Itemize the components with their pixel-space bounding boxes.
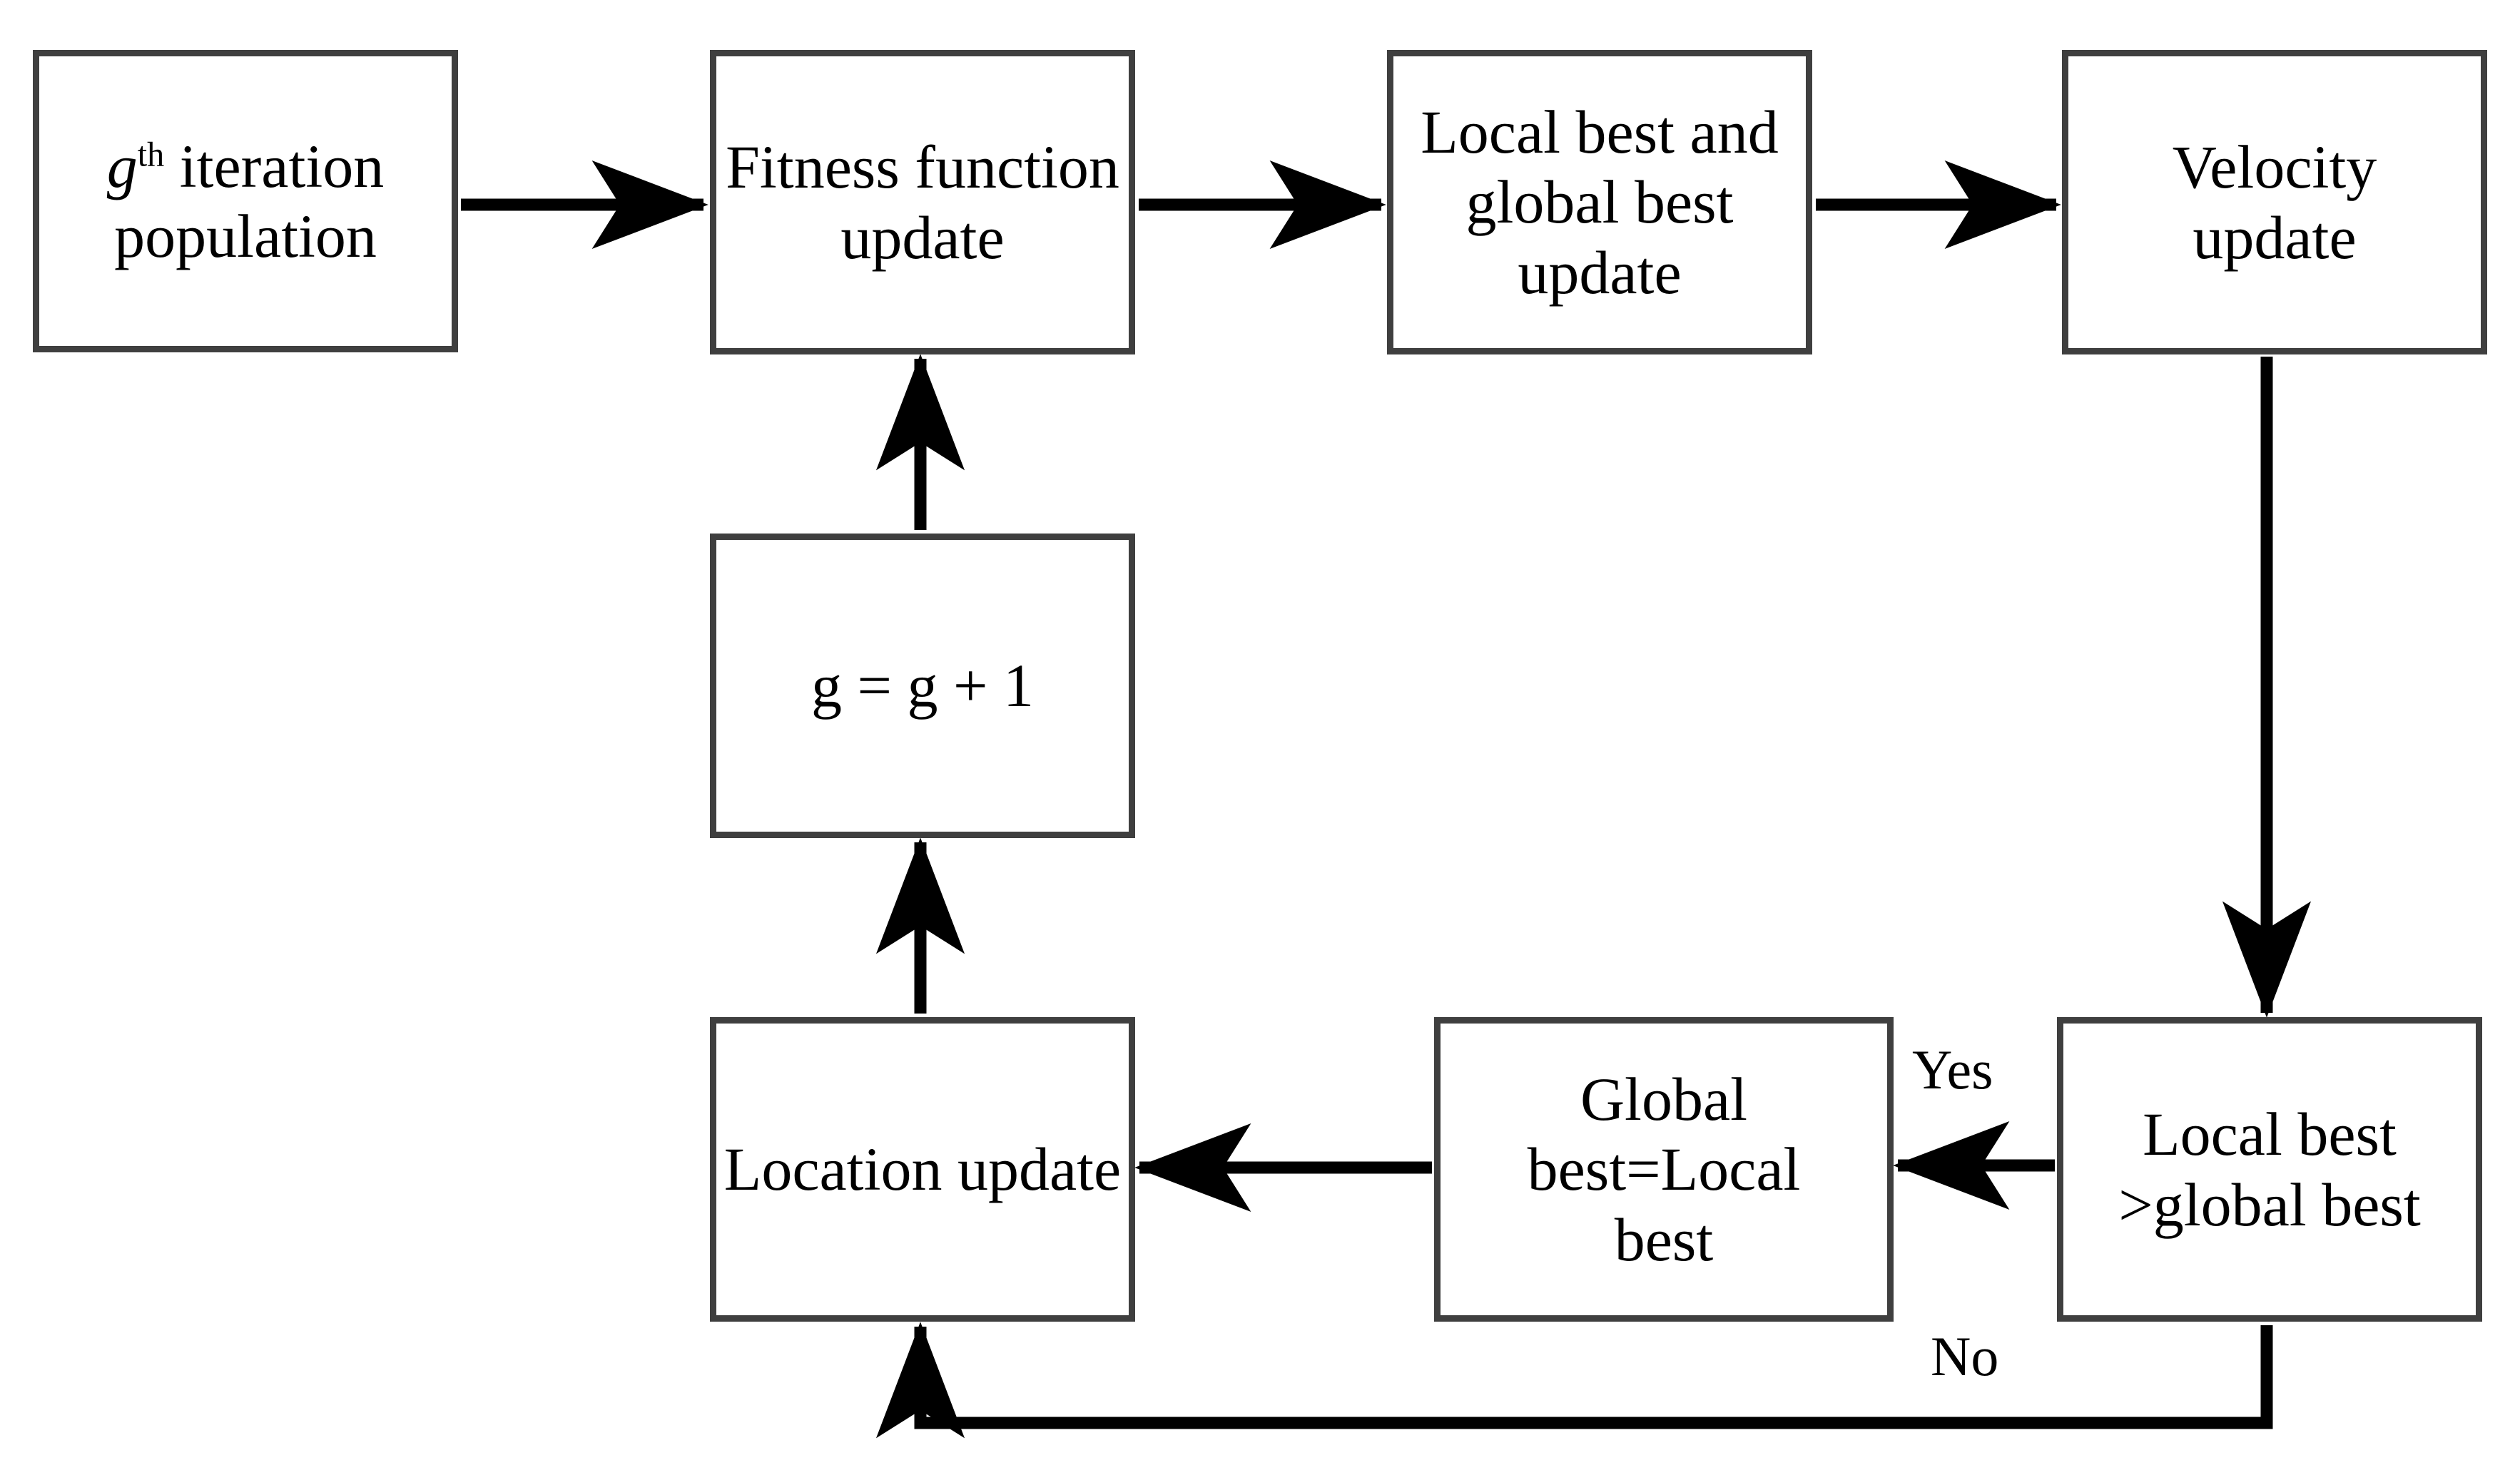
node-iteration-population-label: gth iteration population: [106, 131, 385, 270]
node-decision-local-gt-global-label: Local best >global best: [2118, 1100, 2421, 1239]
node-global-best-assign[interactable]: Global best=Local best: [1434, 1017, 1894, 1322]
node-fitness-function-update[interactable]: Fitness function update: [710, 50, 1135, 354]
node-velocity-update[interactable]: Velocity update: [2062, 50, 2487, 354]
node-g-increment[interactable]: g = g + 1: [710, 534, 1135, 838]
arrow-decision-no-to-location: [875, 1322, 2273, 1439]
edge-label-yes: Yes: [1912, 1038, 1993, 1101]
node-iteration-population[interactable]: gth iteration population: [33, 50, 458, 352]
node-g-increment-label: g = g + 1: [811, 651, 1034, 720]
node-global-best-assign-label: Global best=Local best: [1527, 1065, 1801, 1274]
node-local-global-best-update-label: Local best and global best update: [1421, 98, 1779, 307]
node-location-update-label: Location update: [723, 1135, 1122, 1204]
node-location-update[interactable]: Location update: [710, 1017, 1135, 1322]
node-velocity-update-label: Velocity update: [2172, 133, 2377, 272]
node-fitness-function-update-label: Fitness function update: [726, 133, 1119, 272]
edge-label-no: No: [1931, 1325, 1999, 1387]
node-decision-local-gt-global[interactable]: Local best >global best: [2057, 1017, 2482, 1322]
node-local-global-best-update[interactable]: Local best and global best update: [1387, 50, 1812, 354]
